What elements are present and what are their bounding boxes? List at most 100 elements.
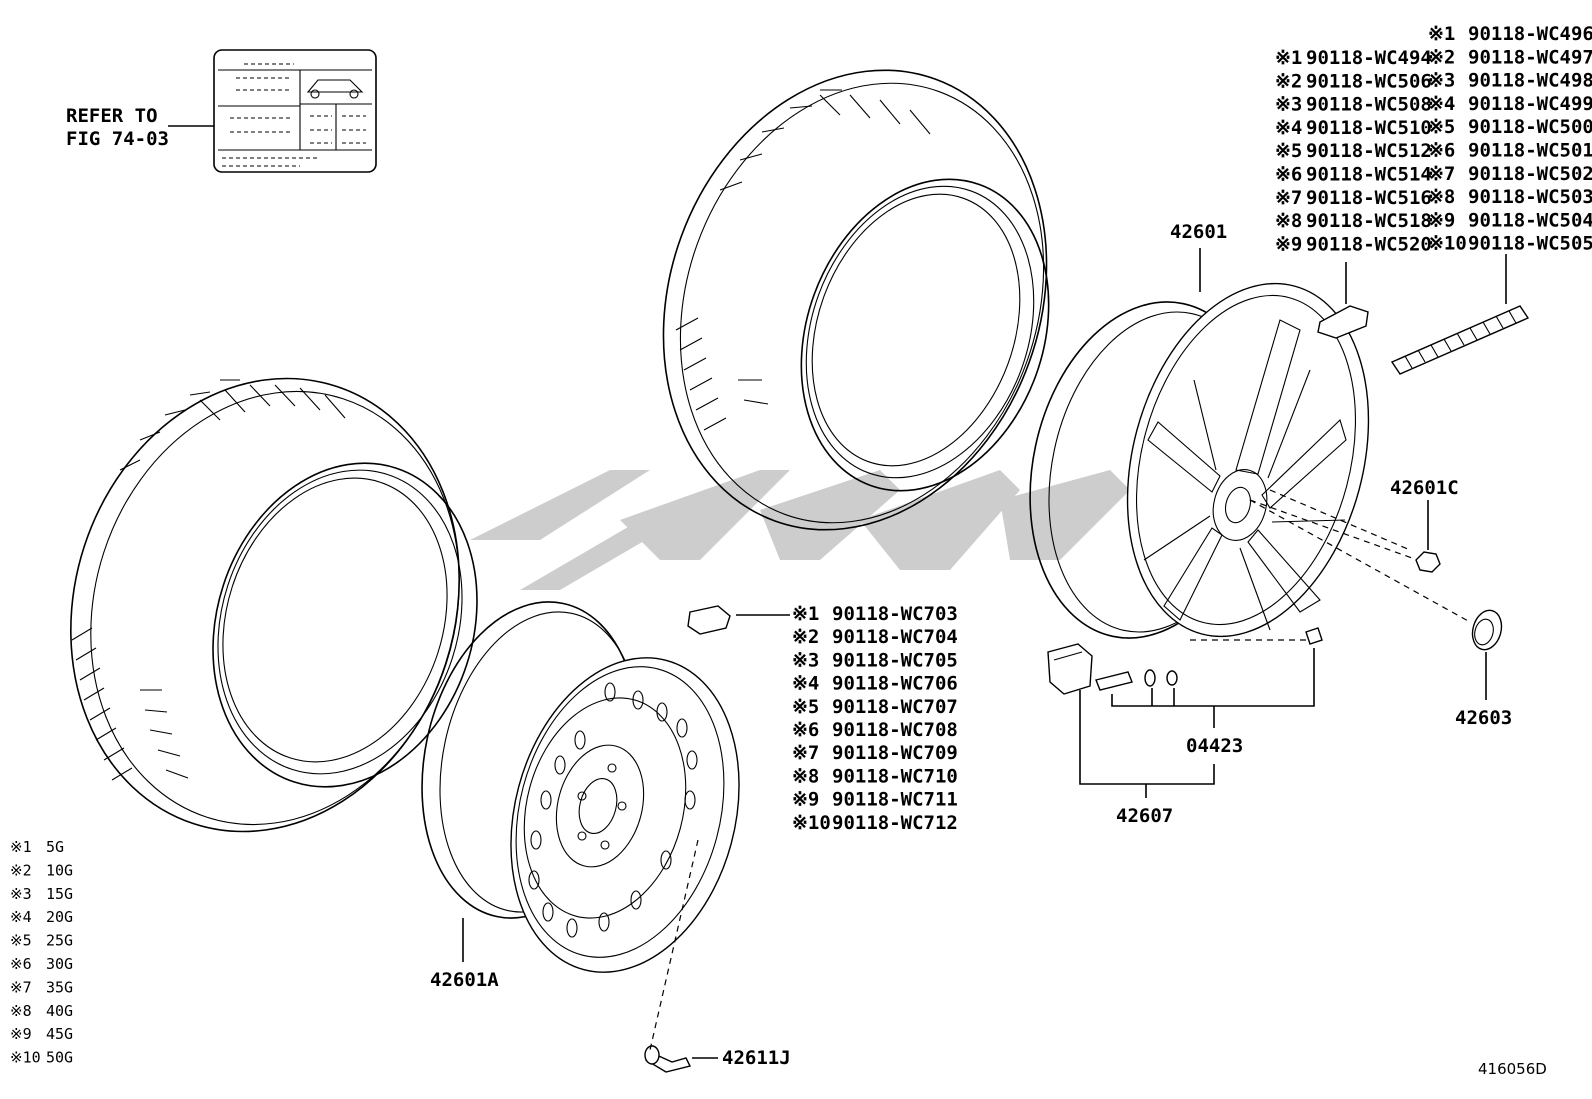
- adhList-mark: ※3: [1428, 70, 1455, 92]
- clipList-code: 90118-WC494: [1306, 47, 1432, 69]
- legendList-mark: ※8: [10, 1002, 32, 1020]
- legendList-mark: ※4: [10, 908, 32, 926]
- steelList-code: 90118-WC710: [832, 765, 958, 787]
- legendList-mark: ※7: [10, 978, 32, 996]
- watermark-logo: [470, 470, 1130, 590]
- label-steel-wheel: 42601A: [430, 969, 499, 991]
- steelList-mark: ※8: [792, 765, 819, 787]
- adhesive-weight-strip-icon: [1390, 305, 1530, 375]
- clipList-mark: ※9: [1275, 233, 1302, 255]
- label-tpms-sensor: 42607: [1116, 805, 1173, 827]
- label-hub-nut: 42601C: [1390, 477, 1459, 499]
- clipList-code: 90118-WC516: [1306, 187, 1432, 209]
- hub-nut-icon: [1415, 551, 1441, 573]
- steel-wheel: [421, 601, 740, 973]
- adhList-code: 90118-WC497: [1468, 46, 1592, 68]
- steelList-code: 90118-WC711: [832, 789, 958, 811]
- steelList-mark: ※3: [792, 649, 819, 671]
- tire-left: [70, 377, 478, 833]
- legendList-code: 5G: [46, 838, 64, 856]
- clip-weight-steel-icon: [687, 605, 731, 635]
- clipList-code: 90118-WC506: [1306, 70, 1432, 92]
- tpms-sensor-icon: [1047, 643, 1093, 695]
- clipList-mark: ※2: [1275, 70, 1302, 92]
- steel-weights-list: ※1 90118-WC703 ※2 90118-WC704 ※3 90118-WC705 ※…: [792, 603, 958, 834]
- legendList-code: 15G: [46, 885, 73, 903]
- legendList-code: 45G: [46, 1025, 73, 1043]
- adhList-code: 90118-WC496: [1468, 23, 1592, 45]
- steelList-code: 90118-WC708: [832, 719, 958, 741]
- legendList-mark: ※2: [10, 861, 32, 879]
- clipList-mark: ※8: [1275, 210, 1302, 232]
- steelList-code: 90118-WC709: [832, 742, 958, 764]
- clipList-mark: ※5: [1275, 140, 1302, 162]
- steelList-mark: ※1: [792, 603, 819, 625]
- valve-body-icon: [1095, 669, 1178, 691]
- assembly-dashes: [1190, 489, 1471, 641]
- steelList-mark: ※9: [792, 789, 819, 811]
- legendList-mark: ※9: [10, 1025, 32, 1043]
- adhList-code: 90118-WC505: [1468, 233, 1592, 255]
- label-valve-kit: 04423: [1186, 735, 1243, 757]
- tpms-bracket: [1079, 690, 1215, 798]
- legendList-mark: ※1: [10, 838, 32, 856]
- legendList-code: 10G: [46, 861, 73, 879]
- legendList-code: 25G: [46, 932, 73, 950]
- adhList-code: 90118-WC499: [1468, 93, 1592, 115]
- legendList-mark: ※5: [10, 932, 32, 950]
- tire-right: [662, 69, 1050, 531]
- steelList-mark: ※7: [792, 742, 819, 764]
- steelList-code: 90118-WC703: [832, 603, 958, 625]
- adhList-mark: ※2: [1428, 46, 1455, 68]
- steelList-code: 90118-WC712: [832, 812, 958, 834]
- steelList-code: 90118-WC706: [832, 673, 958, 695]
- clipList-mark: ※6: [1275, 164, 1302, 186]
- clip-weight-alloy-icon: [1317, 305, 1369, 339]
- steelList-code: 90118-WC704: [832, 626, 958, 648]
- adhList-mark: ※10: [1428, 233, 1467, 255]
- steelList-mark: ※2: [792, 626, 819, 648]
- adhList-mark: ※4: [1428, 93, 1455, 115]
- steelList-mark: ※4: [792, 673, 819, 695]
- adhList-mark: ※7: [1428, 163, 1455, 185]
- clipList-mark: ※7: [1275, 187, 1302, 209]
- clipList-mark: ※4: [1275, 117, 1302, 139]
- legendList-mark: ※3: [10, 885, 32, 903]
- adhList-code: 90118-WC500: [1468, 116, 1592, 138]
- legendList-code: 30G: [46, 955, 73, 973]
- clipList-code: 90118-WC518: [1306, 210, 1432, 232]
- adhList-code: 90118-WC502: [1468, 163, 1592, 185]
- clipList-code: 90118-WC514: [1306, 164, 1432, 186]
- refer-note-line1: REFER TO: [66, 105, 158, 127]
- adhList-mark: ※6: [1428, 140, 1455, 162]
- tire-placard-icon: [213, 49, 377, 173]
- adhList-mark: ※1: [1428, 23, 1455, 45]
- adhList-mark: ※8: [1428, 186, 1455, 208]
- legendList-code: 35G: [46, 978, 73, 996]
- center-cap-icon: [1471, 609, 1503, 651]
- legendList-code: 40G: [46, 1002, 73, 1020]
- clipList-mark: ※1: [1275, 47, 1302, 69]
- clipList-code: 90118-WC512: [1306, 140, 1432, 162]
- steelList-mark: ※10: [792, 812, 831, 834]
- label-valve-stem: 42611J: [722, 1047, 791, 1069]
- adhList-code: 90118-WC498: [1468, 70, 1592, 92]
- diagram-id: 416056D: [1478, 1060, 1547, 1078]
- steelList-code: 90118-WC705: [832, 649, 958, 671]
- steelList-code: 90118-WC707: [832, 696, 958, 718]
- steelList-mark: ※5: [792, 696, 819, 718]
- legendList-mark: ※10: [10, 1049, 41, 1067]
- adhList-code: 90118-WC503: [1468, 186, 1592, 208]
- legendList-code: 20G: [46, 908, 73, 926]
- refer-note-line2: FIG 74-03: [66, 128, 169, 150]
- legendList-mark: ※6: [10, 955, 32, 973]
- label-alloy-wheel: 42601: [1170, 221, 1227, 243]
- adhesive-weights-list: ※1 90118-WC496 ※2 90118-WC497 ※3 90118-WC498 ※…: [1428, 23, 1592, 255]
- valve-kit-bracket: [1111, 648, 1315, 728]
- steelList-mark: ※6: [792, 719, 819, 741]
- alloy-wheel: [1029, 282, 1370, 639]
- valve-cap-icon: [1305, 627, 1323, 645]
